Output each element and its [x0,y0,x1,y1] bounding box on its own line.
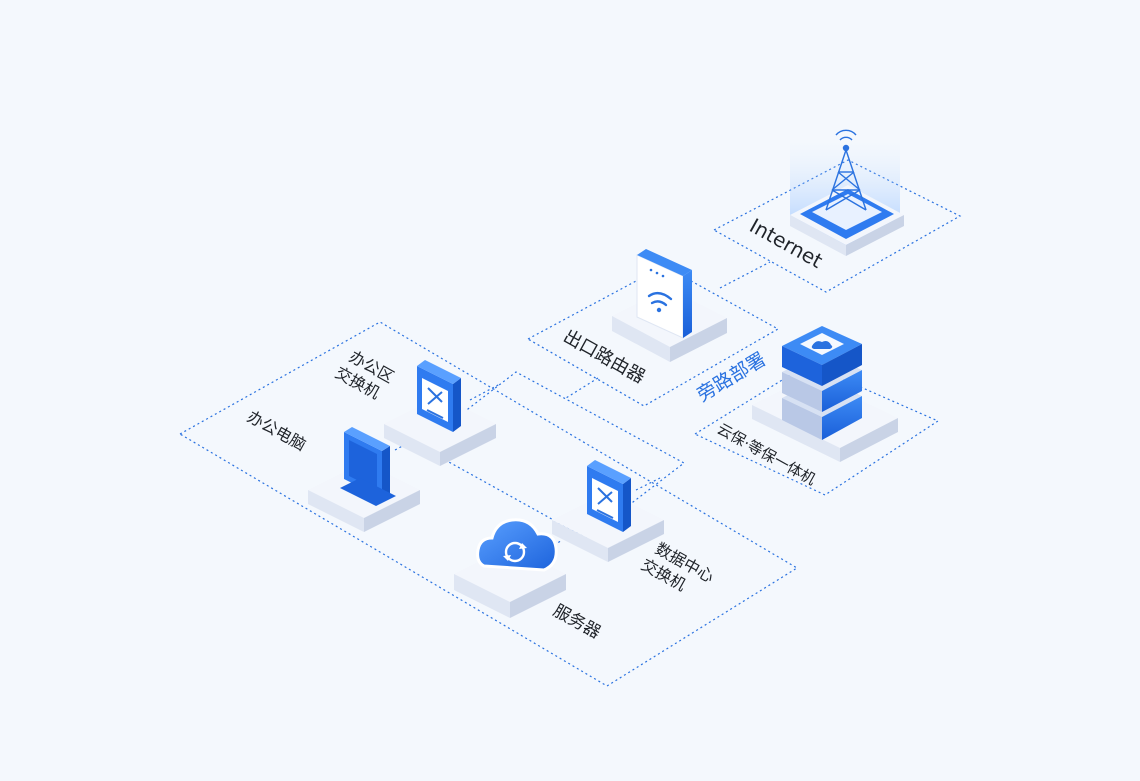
router-node: 出口路由器 [560,249,727,388]
cloud-sync-icon [476,518,558,572]
server-node: 服务器 [454,518,604,643]
office-pc-label: 办公电脑 [244,407,309,455]
bypass-deployment-label: 旁路部署 [693,348,769,406]
wifi-router-icon [647,268,673,313]
lan-zone [178,321,799,687]
router-internet-link [719,261,771,289]
cell-tower-icon [825,129,867,211]
router-lan-link [565,377,599,399]
dc-switch-node: 数据中心 交换机 [552,460,717,595]
internet-node: Internet [746,129,904,273]
connectors [394,261,771,549]
server-rack-icon [782,326,862,440]
datacenter-zone [418,371,686,539]
appliance-node: 云保·等保一体机 旁路部署 [693,326,898,489]
office-switch-up-link [469,383,501,401]
switch-icon [422,378,448,422]
switch-icon [592,478,618,522]
computer-monitor-icon [340,427,396,506]
server-label: 服务器 [550,601,604,643]
